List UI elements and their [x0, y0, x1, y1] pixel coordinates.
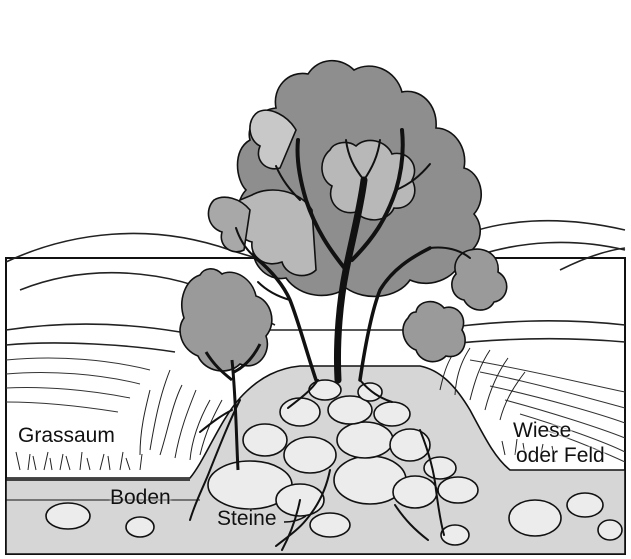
label-wiese: Wiese	[513, 420, 571, 442]
label-grassaum: Grassaum	[18, 425, 115, 447]
label-boden: Boden	[110, 487, 171, 509]
label-oder-feld: oder Feld	[516, 445, 605, 467]
label-steine: Steine	[217, 508, 277, 530]
